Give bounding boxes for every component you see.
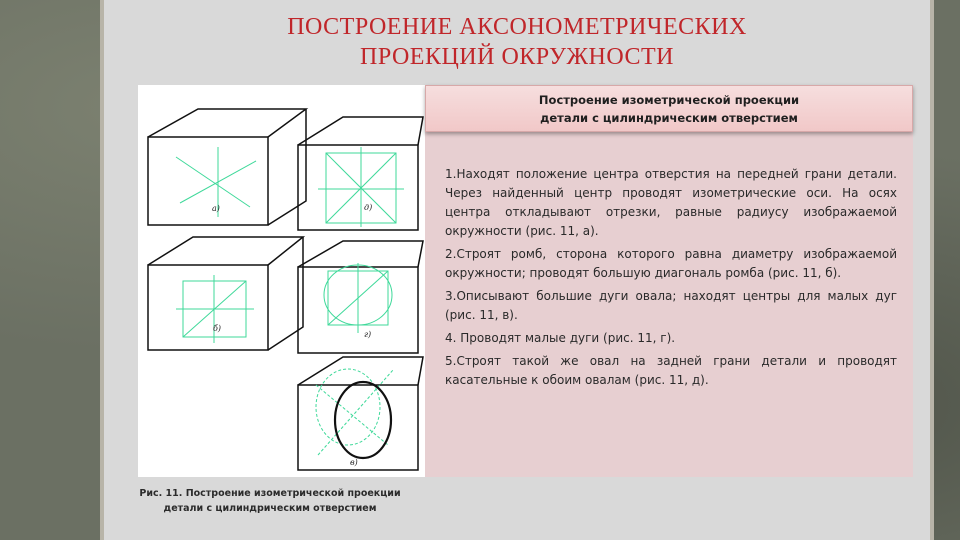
construction-g (323, 263, 393, 333)
label-g: г) (364, 330, 371, 339)
step-5: 5.Строят такой же овал на задней грани д… (445, 354, 897, 387)
step-3: 3.Описывают большие дуги овала; находят … (445, 289, 897, 322)
construction-b (176, 275, 254, 343)
label-b: б) (213, 324, 221, 333)
box-g (297, 240, 424, 354)
isometric-figure: а) д) б) (138, 85, 426, 477)
slide-title-line2: ПРОЕКЦИЙ ОКРУЖНОСТИ (359, 44, 674, 70)
slide-title: ПОСТРОЕНИЕ АКСОНОМЕТРИЧЕСКИХ ПРОЕКЦИЙ ОК… (104, 12, 930, 72)
step-1: 1.Находят положение центра отверстия на … (445, 167, 897, 238)
figure-caption-line1: Рис. 11. Построение изометрической проек… (139, 488, 401, 499)
box-a (147, 108, 309, 226)
figure-caption: Рис. 11. Построение изометрической проек… (120, 486, 420, 516)
label-v: в) (350, 458, 358, 467)
step-4: 4. Проводят малые дуги (рис. 11, г). (445, 331, 676, 345)
figure-caption-line2: детали с цилиндрическим отверстием (163, 503, 377, 514)
description-panel: Построение изометрической проекции детал… (425, 85, 913, 477)
label-d: д) (364, 203, 372, 212)
steps-list: 1.Находят положение центра отверстия на … (445, 165, 897, 394)
panel-header-line2: детали с цилиндрическим отверстием (540, 110, 798, 125)
figure-drawing: а) д) б) (147, 108, 424, 471)
label-a: а) (212, 204, 220, 213)
box-v (297, 356, 424, 471)
box-b (147, 236, 306, 351)
panel-header: Построение изометрической проекции детал… (425, 85, 913, 132)
construction-d (318, 147, 404, 227)
construction-v (315, 368, 394, 456)
step-2: 2.Строят ромб, сторона которого равна ди… (445, 247, 897, 280)
slide-title-line1: ПОСТРОЕНИЕ АКСОНОМЕТРИЧЕСКИХ (287, 14, 747, 40)
construction-a (175, 147, 257, 217)
oval-front (333, 380, 393, 460)
box-d (297, 116, 424, 231)
panel-header-line1: Построение изометрической проекции (538, 92, 800, 107)
